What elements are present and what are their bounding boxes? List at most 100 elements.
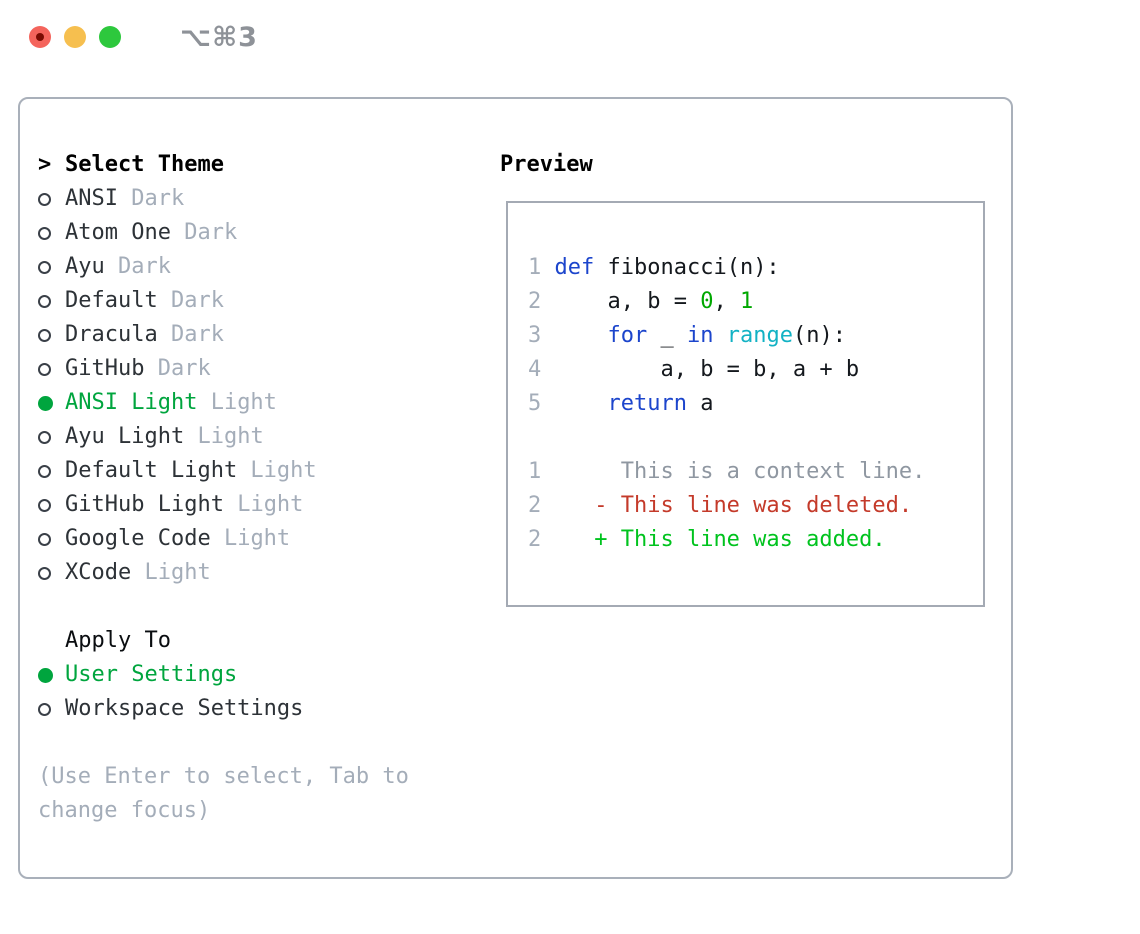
focus-cursor-icon: > — [38, 152, 52, 177]
line-number: 2 — [528, 493, 542, 518]
theme-variant-label: Dark — [157, 288, 224, 313]
code-token: (n): — [792, 323, 846, 348]
theme-variant-label: Light — [237, 458, 317, 483]
select-theme-title: Select Theme — [65, 152, 224, 177]
theme-option-ansi-light[interactable]: ANSI Light Light — [38, 386, 458, 420]
code-token: a — [686, 391, 714, 416]
code-line: 5 return a — [528, 387, 983, 421]
code-token: in — [686, 323, 714, 348]
radio-icon — [38, 566, 51, 580]
apply-option-label: Workspace Settings — [65, 696, 304, 721]
theme-option-atom-one[interactable]: Atom One Dark — [38, 216, 458, 250]
theme-name: Atom One — [65, 220, 171, 245]
theme-variant-label: Light — [184, 424, 264, 449]
radio-icon — [38, 532, 51, 546]
theme-option-github[interactable]: GitHub Dark — [38, 352, 458, 386]
line-number: 5 — [528, 391, 542, 416]
code-token: 0 — [700, 289, 714, 314]
window-shortcut-label: ⌥⌘3 — [180, 21, 258, 53]
radio-icon — [38, 328, 51, 342]
code-token: This is a context line. — [554, 459, 926, 484]
theme-variant-label: Light — [197, 390, 277, 415]
apply-option-user-settings[interactable]: User Settings — [38, 658, 458, 692]
line-number: 2 — [528, 289, 542, 314]
theme-name: GitHub — [65, 356, 145, 381]
preview-title: Preview — [500, 152, 593, 177]
apply-option-workspace-settings[interactable]: Workspace Settings — [38, 692, 458, 726]
theme-name: Google Code — [65, 526, 211, 551]
diff-line: 2 - This line was deleted. — [528, 489, 983, 523]
radio-icon — [38, 464, 51, 478]
apply-to-header: Apply To — [38, 624, 458, 658]
code-line: 4 a, b = b, a + b — [528, 353, 983, 387]
theme-option-google-code[interactable]: Google Code Light — [38, 522, 458, 556]
code-line: 2 a, b = 0, 1 — [528, 285, 983, 319]
code-token: fibonacci(n): — [594, 255, 780, 280]
code-token: def — [554, 255, 595, 280]
code-line: 1 def fibonacci(n): — [528, 251, 983, 285]
radio-icon — [38, 362, 51, 376]
code-line: 3 for _ in range(n): — [528, 319, 983, 353]
theme-option-ayu[interactable]: Ayu Dark — [38, 250, 458, 284]
diff-line: 2 + This line was added. — [528, 523, 983, 557]
theme-variant-label: Dark — [157, 322, 224, 347]
theme-option-default-light[interactable]: Default Light Light — [38, 454, 458, 488]
theme-name: Default Light — [65, 458, 238, 483]
theme-variant-label: Light — [210, 526, 291, 551]
theme-name: ANSI — [65, 186, 118, 211]
theme-option-dracula[interactable]: Dracula Dark — [38, 318, 458, 352]
radio-icon — [38, 702, 51, 716]
theme-variant-label: Light — [131, 560, 211, 585]
radio-icon — [38, 430, 51, 444]
titlebar: ⌥⌘3 — [29, 22, 258, 53]
line-number: 1 — [528, 255, 542, 280]
radio-icon — [38, 226, 51, 240]
theme-option-default[interactable]: Default Dark — [38, 284, 458, 318]
theme-option-ansi[interactable]: ANSI Dark — [38, 182, 458, 216]
line-number: 4 — [528, 357, 542, 382]
theme-variant-label: Dark — [117, 186, 185, 211]
radio-icon — [38, 294, 51, 308]
line-number: 1 — [528, 459, 542, 484]
theme-option-github-light[interactable]: GitHub Light Light — [38, 488, 458, 522]
line-number: 3 — [528, 323, 542, 348]
radio-selected-icon — [38, 667, 53, 683]
select-theme-header: > Select Theme — [38, 148, 458, 182]
theme-name: ANSI Light — [65, 390, 198, 415]
radio-icon — [38, 498, 51, 512]
code-token: + This line was added. — [554, 527, 886, 552]
minimize-button[interactable] — [64, 26, 86, 48]
theme-name: Ayu Light — [65, 424, 185, 449]
code-token: - This line was deleted. — [554, 493, 913, 518]
theme-variant-label: Light — [223, 492, 304, 517]
zoom-button[interactable] — [99, 26, 121, 48]
unsaved-dot-icon — [36, 33, 44, 41]
diff-line: 1 This is a context line. — [528, 455, 983, 489]
theme-name: Default — [65, 288, 158, 313]
apply-to-title: Apply To — [65, 628, 171, 653]
code-token — [713, 323, 726, 348]
close-button[interactable] — [29, 26, 51, 48]
radio-icon — [38, 260, 51, 274]
blank-line — [528, 421, 983, 455]
code-token: return — [607, 391, 687, 416]
theme-variant-label: Dark — [144, 356, 211, 381]
theme-name: Dracula — [65, 322, 158, 347]
code-token — [555, 391, 608, 416]
code-token: a, b = — [554, 289, 701, 314]
theme-option-ayu-light[interactable]: Ayu Light Light — [38, 420, 458, 454]
help-text: (Use Enter to select, Tab to change focu… — [38, 764, 409, 823]
theme-name: GitHub Light — [65, 492, 224, 517]
theme-option-xcode[interactable]: XCode Light — [38, 556, 458, 590]
apply-option-label: User Settings — [65, 662, 238, 687]
code-token: 1 — [739, 289, 754, 314]
theme-variant-label: Dark — [170, 220, 238, 245]
line-number: 2 — [528, 527, 542, 552]
code-token: range — [726, 323, 793, 348]
